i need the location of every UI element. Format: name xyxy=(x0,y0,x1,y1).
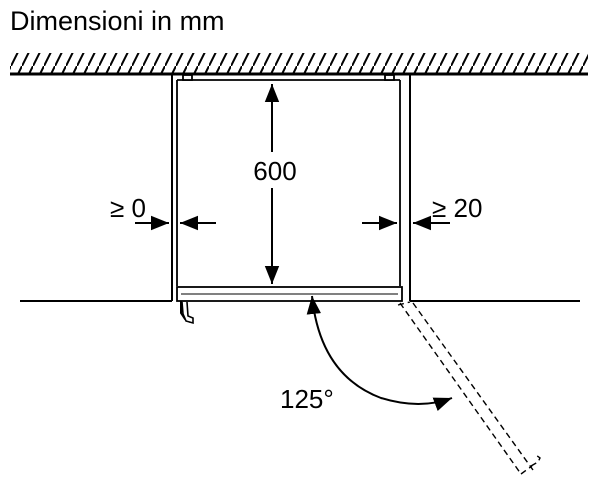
diagram-title: Dimensioni in mm xyxy=(10,6,225,36)
open-door-dashed xyxy=(397,301,541,475)
appliance-body xyxy=(176,74,403,323)
worktop-hatched xyxy=(10,53,588,76)
right-gap-label: ≥ 20 xyxy=(432,193,482,223)
right-cabinet xyxy=(409,74,580,302)
door-angle-arc xyxy=(306,295,453,412)
door-angle-label: 125° xyxy=(280,384,334,414)
height-label: 600 xyxy=(253,156,296,186)
left-gap-label: ≥ 0 xyxy=(110,193,146,223)
door-handle xyxy=(181,301,194,325)
left-cabinet xyxy=(20,74,173,302)
